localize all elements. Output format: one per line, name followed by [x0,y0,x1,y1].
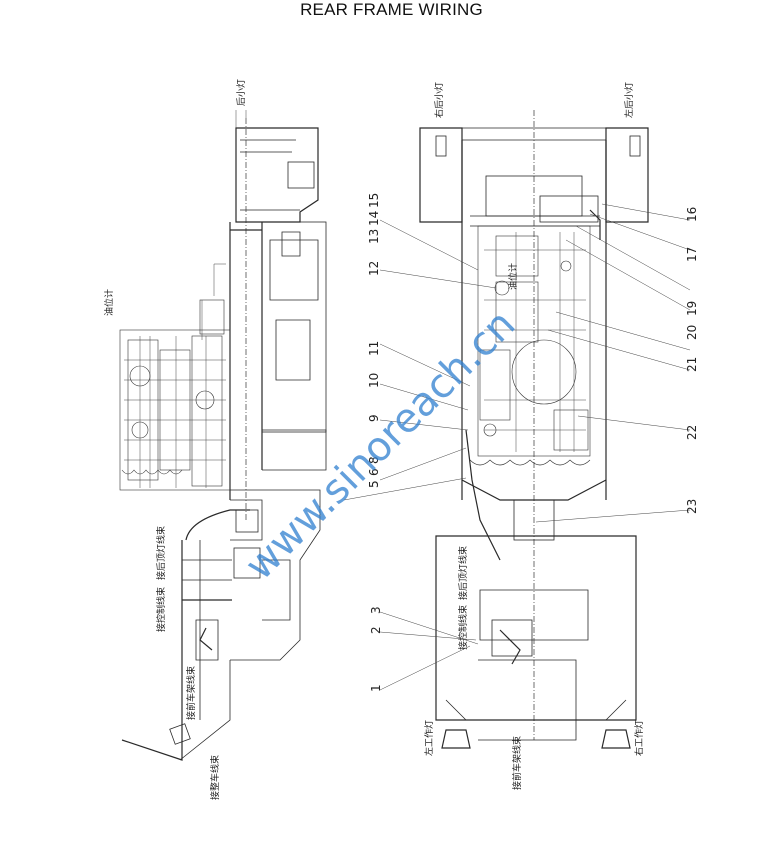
callout-23: 23 [685,499,699,514]
callout-5: 5 [367,480,381,488]
label-right-rear-lamp: 右后小灯 [433,82,445,118]
callout-6: 6 [367,468,381,476]
label-control-harness-right: 接控制线束 [457,605,469,650]
callout-9: 9 [367,414,381,422]
label-rear-top-lamp-harness-right: 接后顶灯线束 [457,546,469,600]
label-rear-lamp-left: 后小灯 [236,79,247,106]
callout-2: 2 [369,626,383,634]
callout-10: 10 [367,373,381,388]
right-plan-view [419,110,649,749]
callout-22: 22 [685,425,699,440]
left-view-labels: 后小灯 油位计 接整车线束 接前车架线束 接后顶灯线束 接控制线束 [103,79,247,800]
left-side-view [119,110,327,761]
label-front-frame-harness-right: 接前车架线束 [511,736,523,790]
label-front-frame-harness-left: 接前车架线束 [185,666,197,720]
label-control-harness-left: 接控制线束 [155,587,167,632]
callout-11: 11 [367,341,381,356]
engine-cluster [119,263,231,491]
callout-17: 17 [685,247,699,262]
label-fuel-gauge-right: 油位计 [507,263,519,290]
callout-12: 12 [367,261,381,276]
callout-21: 21 [685,357,699,372]
callout-19: 19 [685,301,699,316]
label-right-work-lamp: 右工作灯 [633,720,645,756]
callout-14: 14 [367,211,381,226]
callout-15: 15 [367,193,381,208]
callout-20: 20 [685,325,699,340]
callout-13: 13 [367,229,381,244]
label-rear-top-lamp-harness-left: 接后顶灯线束 [155,526,167,580]
callout-16: 16 [685,207,699,222]
label-left-work-lamp: 左工作灯 [423,720,435,756]
callout-8: 8 [367,456,381,464]
label-vehicle-harness-left: 接整车线束 [209,755,221,800]
diagram-title: REAR FRAME WIRING [300,0,483,19]
callout-1: 1 [369,684,383,692]
callout-3: 3 [369,606,383,614]
label-left-rear-lamp: 左后小灯 [623,82,635,118]
callouts: 1 2 3 5 6 8 9 10 11 12 13 14 15 16 17 19… [343,193,699,692]
label-fuel-gauge-left: 油位计 [103,289,115,316]
